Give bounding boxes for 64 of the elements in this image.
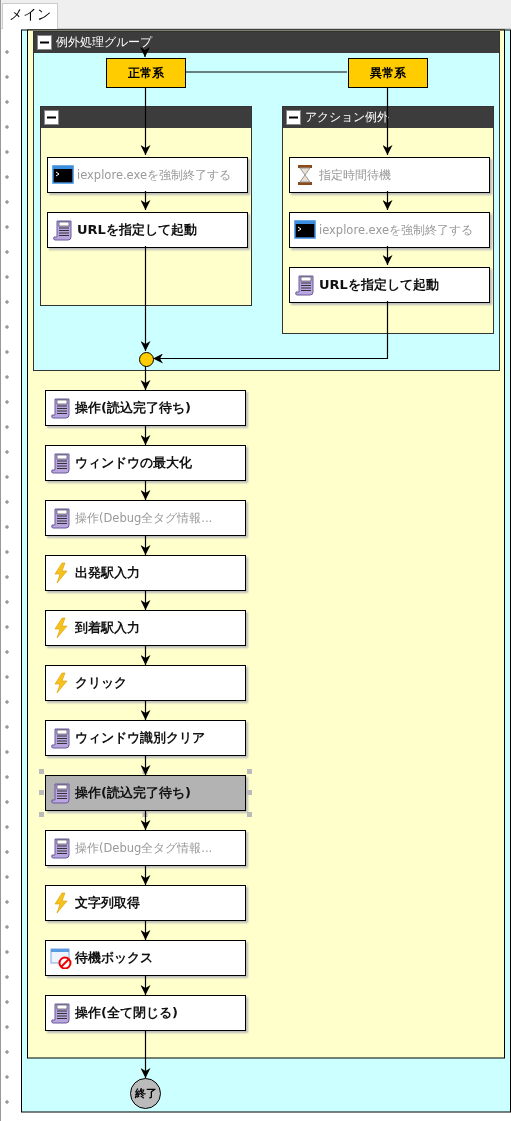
arrow [140, 590, 151, 611]
action-label: クリック [75, 674, 127, 692]
action-label: ウィンドウの最大化 [75, 454, 192, 472]
arrow [140, 700, 151, 721]
action-label: iexplore.exeを強制終了する [319, 222, 473, 238]
arrow [140, 86, 151, 156]
action-box [47, 157, 248, 193]
action-label: 指定時間待機 [319, 167, 391, 183]
arrow [382, 245, 393, 266]
action-label: 操作(全て閉じる) [75, 1004, 178, 1022]
arrow [140, 920, 151, 941]
action-box [45, 995, 246, 1031]
action-box [45, 720, 246, 756]
action-box [45, 500, 246, 536]
arrow [140, 245, 151, 352]
action-box [45, 775, 246, 811]
arrow [140, 755, 151, 776]
action-label: 操作(読込完了待ち) [75, 399, 191, 417]
action-box [45, 555, 246, 591]
arrow [140, 480, 151, 501]
action-label: URLを指定して起動 [77, 221, 197, 239]
action-box [45, 390, 246, 426]
action-label: 待機ボックス [75, 949, 153, 967]
arrow [140, 810, 151, 831]
action-label: 出発駅入力 [75, 564, 140, 582]
group-title: 例外処理グループ [56, 34, 152, 51]
arrow [382, 86, 393, 156]
action-box [45, 885, 246, 921]
action-label: 文字列取得 [75, 894, 140, 912]
action-box [289, 157, 490, 193]
arrow [140, 425, 151, 446]
action-box [45, 610, 246, 646]
action-label: 到着駅入力 [75, 619, 140, 637]
group-panel [282, 106, 494, 334]
arrow [152, 300, 389, 364]
arrow [382, 190, 393, 211]
branch-box: 異常系 [348, 58, 428, 88]
arrow [140, 365, 151, 391]
arrow [140, 47, 150, 58]
action-box [45, 445, 246, 481]
arrow [140, 535, 151, 556]
tab: メイン [2, 3, 58, 29]
merge-circle [139, 352, 154, 367]
action-label: URLを指定して起動 [319, 276, 439, 294]
arrow [140, 865, 151, 886]
action-label: 操作(Debug全タグ情報... [75, 840, 213, 856]
action-box [45, 830, 246, 866]
arrow [140, 645, 151, 666]
action-label: iexplore.exeを強制終了する [77, 167, 231, 183]
group-panel [40, 106, 252, 306]
action-box [289, 212, 490, 248]
action-box [47, 212, 248, 248]
action-box [45, 940, 246, 976]
branch-box: 正常系 [106, 58, 186, 88]
action-box [45, 665, 246, 701]
group-panel [33, 31, 500, 371]
action-box [289, 267, 490, 303]
action-label: 操作(Debug全タグ情報... [75, 510, 213, 526]
action-label: 操作(読込完了待ち) [75, 784, 191, 802]
arrow [140, 190, 151, 211]
connector-line [184, 71, 348, 73]
arrow [140, 1030, 151, 1079]
arrow [140, 975, 151, 996]
action-label: ウィンドウ識別クリア [75, 729, 205, 747]
